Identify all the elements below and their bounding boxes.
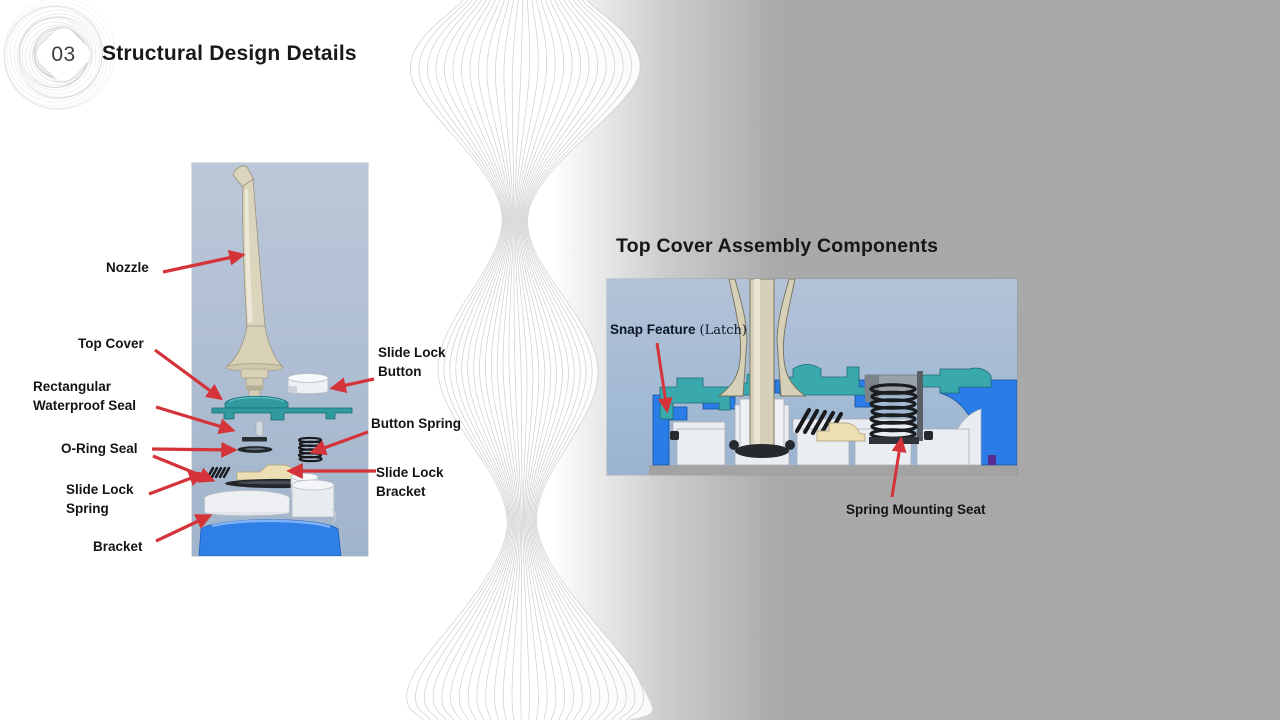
label-spring-mounting-seat: Spring Mounting Seat xyxy=(846,502,986,517)
slide-number-badge: 03 xyxy=(31,22,96,87)
center-pin-shape xyxy=(255,420,264,437)
label-button-spring: Button Spring xyxy=(371,416,461,431)
label-snap-feature: Snap Feature(Latch) xyxy=(610,322,747,338)
top-cover-shape xyxy=(211,395,353,421)
label-o-ring: O-Ring Seal xyxy=(61,441,138,456)
label-rectangular-seal: Rectangular Waterproof Seal xyxy=(33,379,137,413)
seal-right xyxy=(924,431,933,440)
purple-detail xyxy=(988,455,996,465)
latch-bracket-shape xyxy=(816,422,866,442)
page-title: Structural Design Details xyxy=(102,42,357,65)
cut-plane-strip xyxy=(649,465,1017,475)
label-nozzle: Nozzle xyxy=(106,260,149,275)
button-spring-shape xyxy=(297,436,323,463)
label-slide-lock-button: Slide Lock Button xyxy=(378,345,446,379)
seal-left xyxy=(670,431,679,440)
exploded-view-illustration xyxy=(192,163,368,556)
o-ring-shape xyxy=(237,446,273,453)
figure-background xyxy=(192,163,368,556)
teal-cover-shape xyxy=(659,364,992,420)
nozzle-section-shape xyxy=(717,279,807,458)
label-slide-lock-bracket: Slide Lock Bracket xyxy=(376,465,444,499)
right-figure-title: Top Cover Assembly Components xyxy=(616,235,939,257)
nozzle-shape xyxy=(224,165,285,399)
blue-base-shape xyxy=(198,519,342,556)
bracket-shape xyxy=(203,473,337,524)
label-slide-lock-spring: Slide Lock Spring xyxy=(66,482,134,516)
label-bracket: Bracket xyxy=(93,539,143,554)
cross-section-illustration xyxy=(607,279,1017,475)
horizontal-spring-shape xyxy=(795,408,843,437)
cross-section-figure xyxy=(607,279,1017,475)
label-top-cover: Top Cover xyxy=(78,336,144,351)
exploded-view-figure xyxy=(192,163,368,556)
rectangular-seal-shape xyxy=(242,437,267,442)
slide-lock-button-shape xyxy=(287,373,329,395)
slide-number: 03 xyxy=(51,42,76,66)
coil-spring-shape xyxy=(864,371,923,444)
